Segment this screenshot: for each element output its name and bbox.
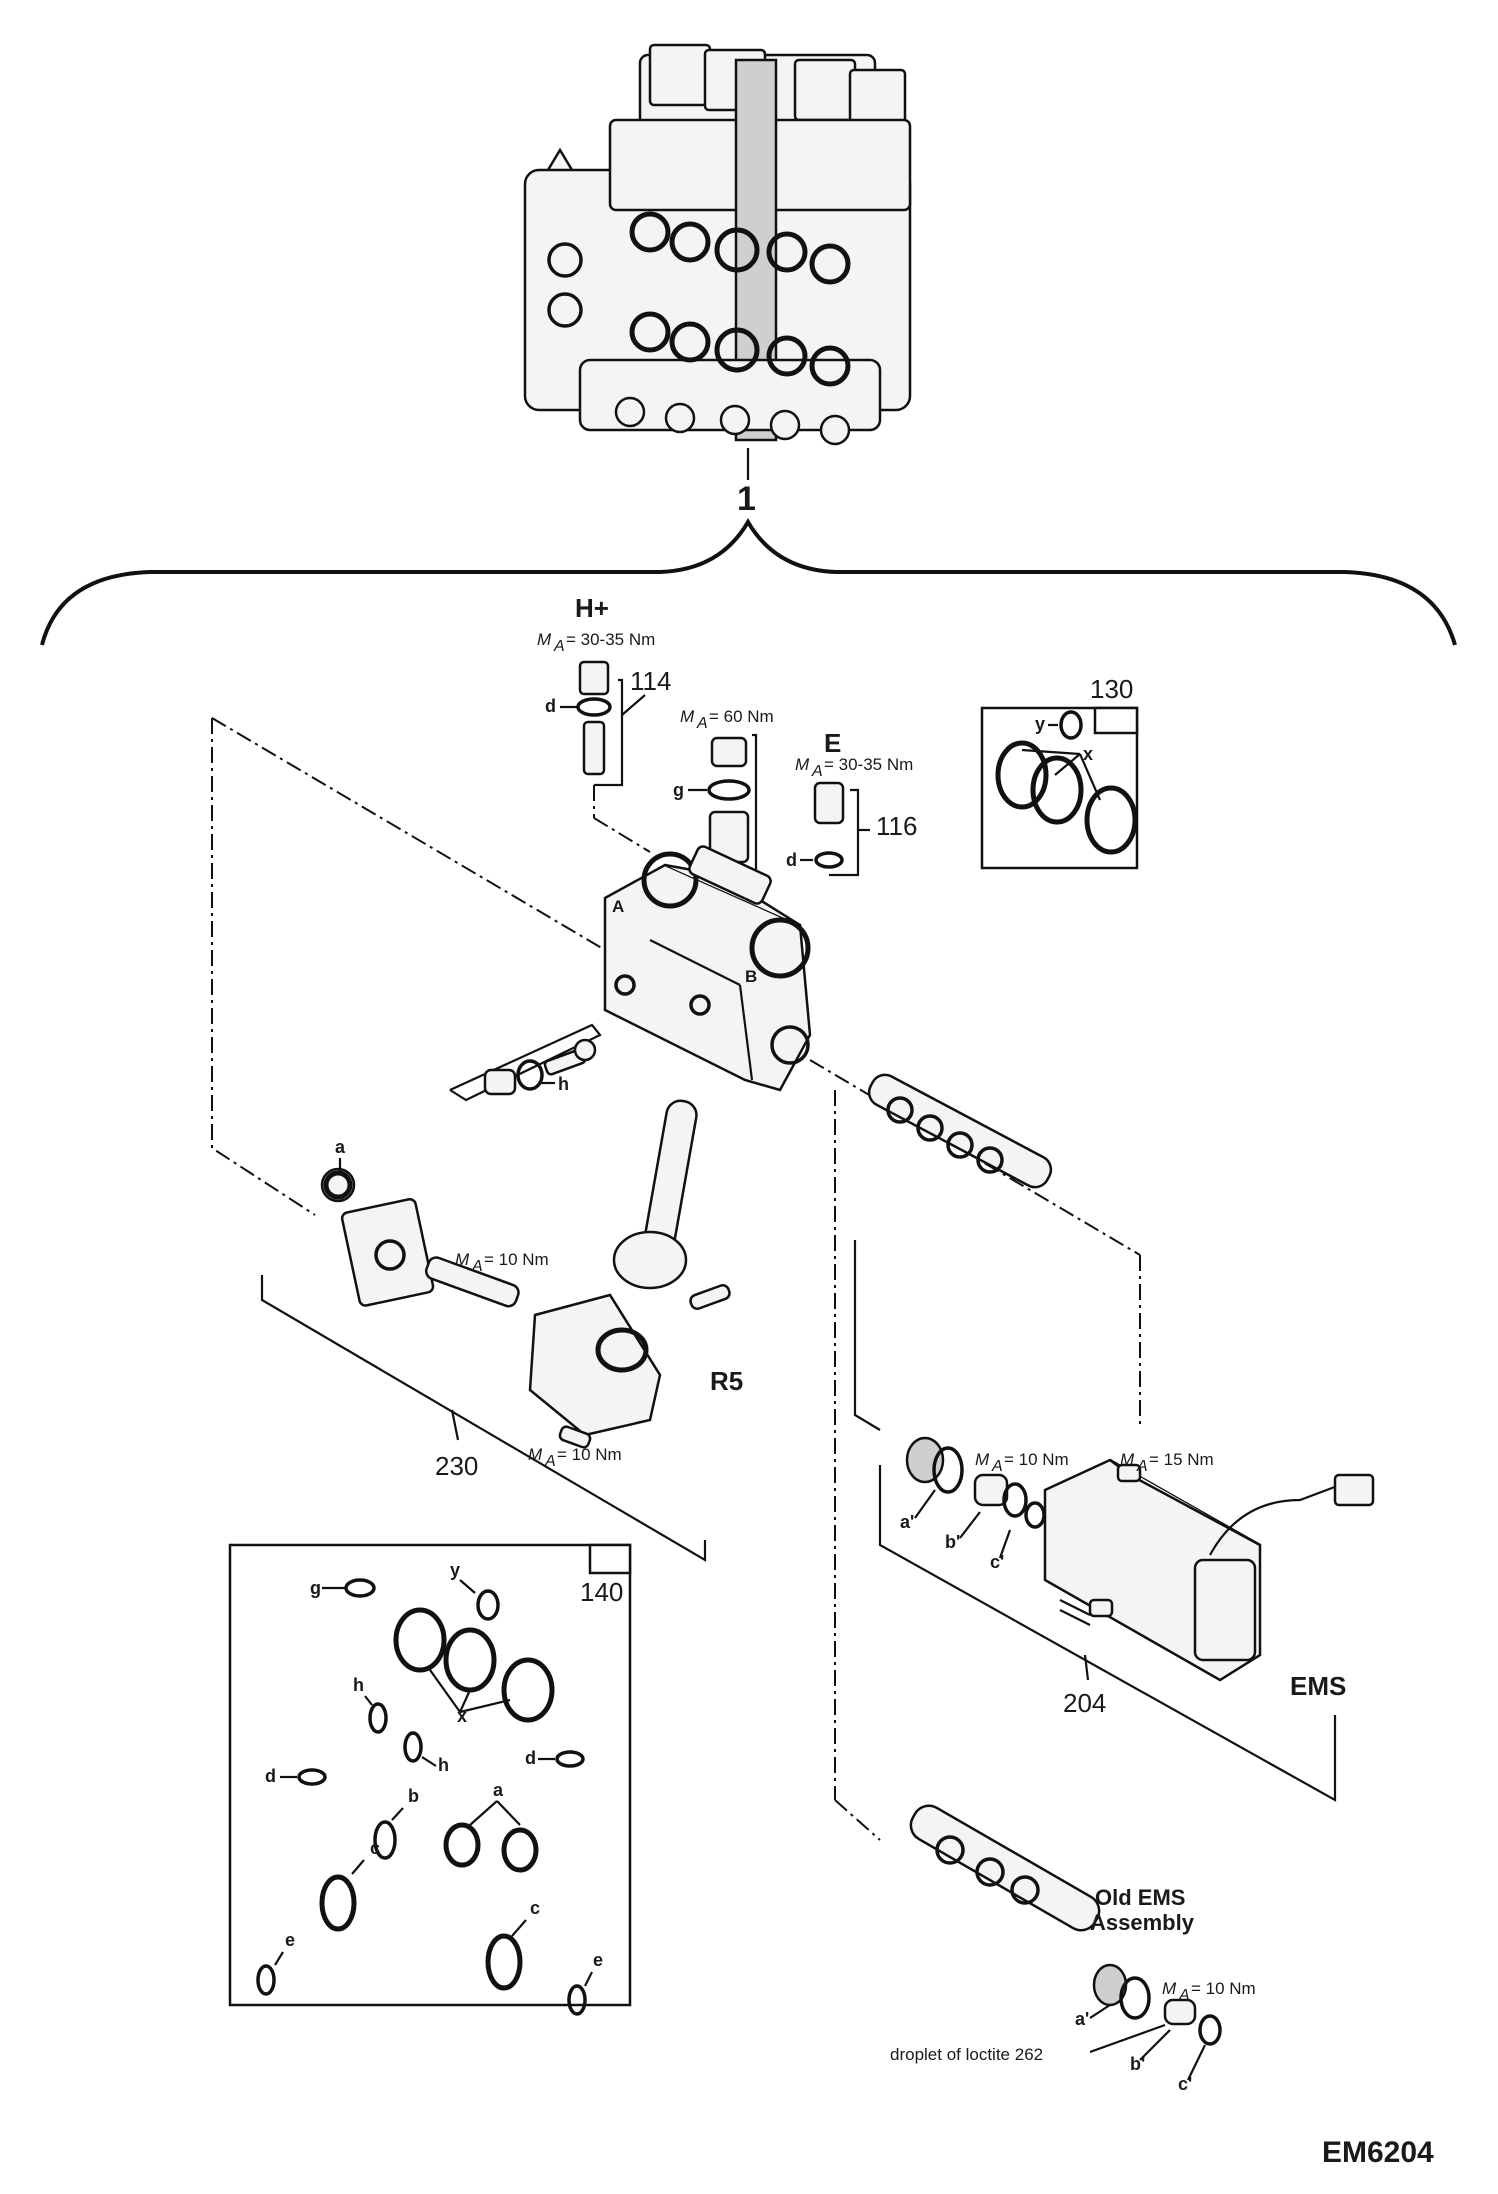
seal-letter-g: g — [673, 780, 684, 800]
svg-text:= 60 Nm: = 60 Nm — [709, 707, 774, 726]
svg-text:M: M — [455, 1250, 470, 1269]
svg-text:A: A — [696, 715, 708, 732]
ems-parts — [905, 1436, 1375, 1682]
torque-ems-left: M A = 10 Nm — [975, 1450, 1069, 1475]
svg-text:A: A — [991, 1458, 1003, 1475]
seal-letter-h-140b: h — [438, 1755, 449, 1775]
seal-letter-y-130: y — [1035, 714, 1045, 734]
svg-text:M: M — [680, 707, 695, 726]
spool — [867, 1073, 1053, 1189]
seal-letter-d-114: d — [545, 696, 556, 716]
label-r5: R5 — [710, 1366, 743, 1396]
torque-ems-right: M A = 15 Nm — [1120, 1450, 1214, 1475]
svg-text:M: M — [1162, 1979, 1177, 1998]
svg-text:A: A — [1178, 1987, 1190, 2004]
svg-text:A: A — [553, 638, 565, 655]
callout-140: 140 — [580, 1577, 623, 1607]
callout-116: 116 — [876, 811, 917, 841]
seal-letter-b-140: b — [408, 1786, 419, 1806]
seal-kit-140-box — [228, 1543, 632, 2007]
seal-letter-x-130: x — [1083, 744, 1093, 764]
svg-text:= 10 Nm: = 10 Nm — [484, 1250, 549, 1269]
callout-114: 114 — [630, 666, 671, 696]
seal-letter-e-140a: e — [285, 1930, 295, 1950]
svg-text:A: A — [811, 763, 823, 780]
port-label-a: A — [612, 897, 624, 916]
bracket-230 — [260, 1275, 707, 1562]
seal-letter-g-140: g — [310, 1578, 321, 1598]
label-h-plus: H+ — [575, 593, 609, 623]
seal-letter-a-r5: a — [335, 1137, 346, 1157]
svg-text:= 30-35 Nm: = 30-35 Nm — [824, 755, 913, 774]
seal-letter-a-prime-old: a' — [1075, 2009, 1089, 2029]
svg-text:= 10 Nm: = 10 Nm — [557, 1445, 622, 1464]
torque-114: M A = 30-35 Nm — [537, 630, 655, 655]
svg-text:= 10 Nm: = 10 Nm — [1004, 1450, 1069, 1469]
old-ems-spool — [909, 1804, 1222, 2046]
seal-letter-d-140a: d — [525, 1748, 536, 1768]
note-loctite: droplet of loctite 262 — [890, 2045, 1043, 2064]
torque-r5-top: M A = 10 Nm — [455, 1250, 549, 1275]
callout-204: 204 — [1063, 1688, 1106, 1718]
label-old-ems: Old EMS — [1095, 1885, 1185, 1910]
bracket-204 — [878, 1465, 1337, 1802]
seal-letter-c-140a: c — [370, 1838, 380, 1858]
seal-letter-x-140: x — [457, 1706, 467, 1726]
svg-text:A: A — [1136, 1458, 1148, 1475]
seal-letter-h-plug: h — [558, 1074, 569, 1094]
torque-old-ems: M A = 10 Nm — [1162, 1979, 1256, 2004]
svg-text:= 30-35 Nm: = 30-35 Nm — [566, 630, 655, 649]
seal-letter-h-140a: h — [353, 1675, 364, 1695]
control-valve-block-illustration — [523, 43, 912, 446]
svg-text:M: M — [795, 755, 810, 774]
label-old-ems-assembly: Assembly — [1090, 1910, 1195, 1935]
seal-letter-b-prime-ems: b' — [945, 1532, 960, 1552]
torque-r5-bottom: M A = 10 Nm — [528, 1445, 622, 1470]
svg-text:= 15 Nm: = 15 Nm — [1149, 1450, 1214, 1469]
svg-text:M: M — [975, 1450, 990, 1469]
svg-text:A: A — [471, 1258, 483, 1275]
plug-h-assembly — [449, 1023, 602, 1102]
svg-text:= 10 Nm: = 10 Nm — [1191, 1979, 1256, 1998]
seal-letter-e-140b: e — [593, 1950, 603, 1970]
seal-letter-a-140: a — [493, 1780, 504, 1800]
seal-letter-y-140: y — [450, 1560, 460, 1580]
valve-section-body: A B — [603, 845, 812, 1092]
callout-130: 130 — [1090, 674, 1133, 704]
port-label-b: B — [745, 967, 757, 986]
label-ems: EMS — [1290, 1671, 1346, 1701]
seal-letter-d-140b: d — [265, 1766, 276, 1786]
svg-text:M: M — [1120, 1450, 1135, 1469]
seal-letter-c-140b: c — [530, 1898, 540, 1918]
seal-letter-a-prime-ems: a' — [900, 1512, 914, 1532]
seal-letter-d-116: d — [786, 850, 797, 870]
svg-text:A: A — [544, 1453, 556, 1470]
callout-main-assembly: 1 — [737, 480, 756, 518]
callout-230: 230 — [435, 1451, 478, 1481]
label-e: E — [824, 728, 841, 758]
drawing-id: EM6204 — [1322, 2136, 1434, 2169]
torque-g: M A = 60 Nm — [680, 707, 774, 732]
torque-116: M A = 30-35 Nm — [795, 755, 913, 780]
r5-valve-parts — [320, 1099, 731, 1449]
svg-text:M: M — [537, 630, 552, 649]
assembly-brace — [40, 518, 1457, 646]
